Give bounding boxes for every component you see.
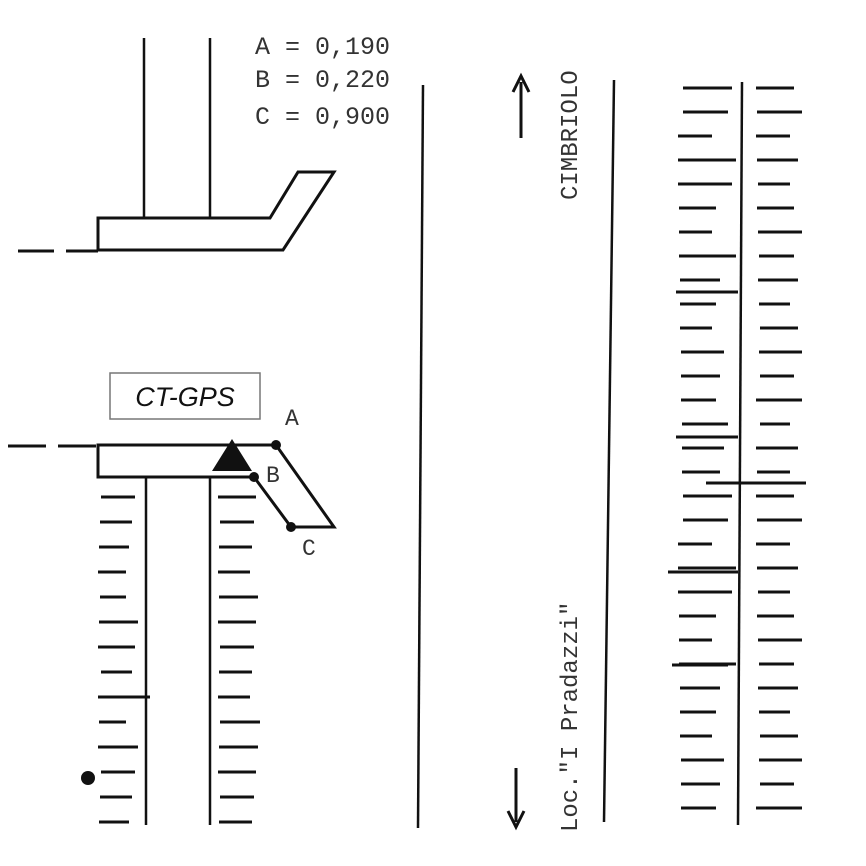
point-b-label: B: [266, 463, 280, 489]
north-place-label: CIMBRIOLO: [558, 70, 585, 200]
road-edge-right: [602, 79, 616, 823]
guardrail-ticks: [668, 86, 806, 810]
gps-station-triangle-icon: [212, 439, 252, 471]
legend-a: A = 0,190: [255, 33, 390, 62]
upper-beam: [96, 170, 337, 252]
upper-structure: [18, 38, 337, 253]
station-label-frame: [109, 372, 261, 420]
road-edge-left: [416, 84, 425, 829]
station-label: CT-GPS: [135, 382, 235, 412]
point-b-marker: [249, 472, 259, 482]
north-direction: CIMBRIOLO: [511, 70, 585, 200]
station-label-box: CT-GPS: [109, 372, 261, 420]
south-place-label: Loc."I Pradazzi": [558, 602, 585, 832]
lower-beam: [96, 443, 337, 529]
point-a-marker: [271, 440, 281, 450]
legend-c: C = 0,900: [255, 103, 390, 132]
reference-dot: [81, 771, 95, 785]
down-arrow-icon: [506, 810, 526, 831]
right-guardrail: [668, 81, 806, 826]
lower-left-railing: [81, 477, 260, 825]
point-c-marker: [286, 522, 296, 532]
railing-ticks: [98, 495, 260, 824]
measurement-legend: A = 0,190 B = 0,220 C = 0,900: [255, 33, 390, 132]
point-c-label: C: [302, 536, 316, 562]
guardrail-center-post: [736, 81, 744, 826]
south-direction: Loc."I Pradazzi": [506, 602, 585, 832]
up-arrow-icon: [511, 72, 531, 93]
legend-b: B = 0,220: [255, 66, 390, 95]
point-a-label: A: [285, 406, 299, 432]
lower-structure: A B C: [8, 406, 337, 562]
